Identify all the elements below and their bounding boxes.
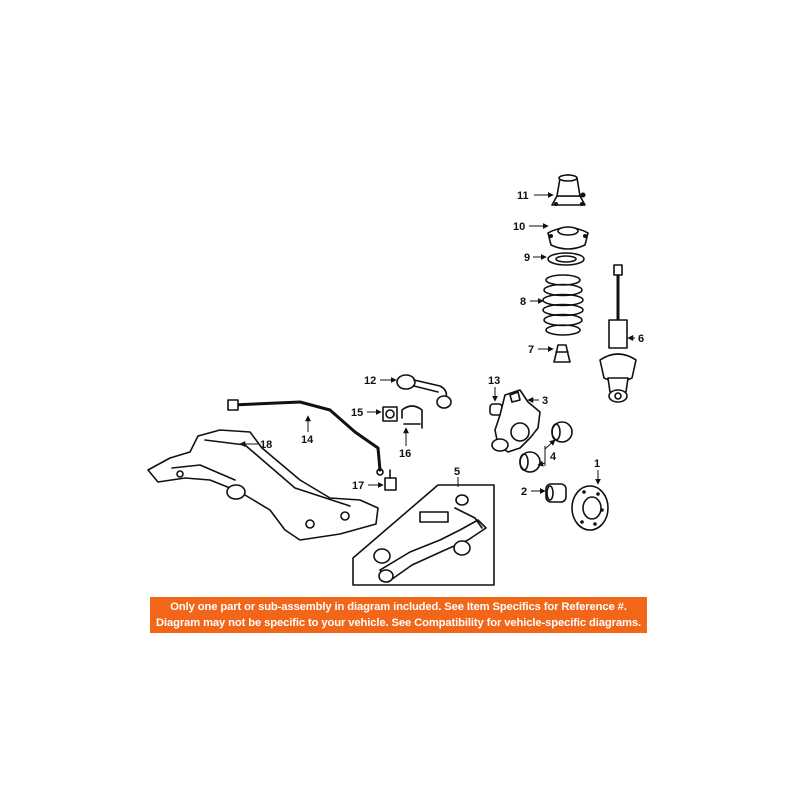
callout-11: 11 <box>517 190 529 202</box>
coil-spring <box>542 274 584 336</box>
callout-1: 1 <box>594 458 600 470</box>
bushing-bracket <box>401 405 423 429</box>
disclaimer-line-2: Diagram may not be specific to your vehi… <box>156 617 641 629</box>
bushing-4b <box>519 451 541 473</box>
knuckle <box>491 389 541 453</box>
callout-5: 5 <box>454 466 460 478</box>
stabilizer-bushing <box>382 406 398 422</box>
wheel-hub <box>571 485 609 531</box>
spring-seat <box>547 252 585 266</box>
disclaimer-line-1: Only one part or sub-assembly in diagram… <box>170 601 627 613</box>
callout-9: 9 <box>524 252 530 264</box>
stabilizer-bar <box>227 399 384 476</box>
upper-mount <box>551 174 586 206</box>
callout-15: 15 <box>351 407 363 419</box>
callout-8: 8 <box>520 296 526 308</box>
subframe <box>147 429 379 541</box>
callout-10: 10 <box>513 221 525 233</box>
bump-stop <box>553 344 571 363</box>
trailing-arm-box <box>352 484 495 586</box>
mount-plate <box>547 226 589 250</box>
disclaimer-banner: Only one part or sub-assembly in diagram… <box>150 597 647 633</box>
callout-13: 13 <box>488 375 500 387</box>
callout-3: 3 <box>542 395 548 407</box>
control-link <box>396 374 452 409</box>
stabilizer-link <box>384 469 397 491</box>
callout-18: 18 <box>260 439 272 451</box>
callout-14: 14 <box>301 434 314 446</box>
callout-6: 6 <box>638 333 644 345</box>
callout-2: 2 <box>521 486 527 498</box>
shock-absorber <box>599 264 637 403</box>
callout-7: 7 <box>528 344 534 356</box>
callout-4: 4 <box>550 451 557 463</box>
callout-16: 16 <box>399 448 411 460</box>
callout-12: 12 <box>364 375 376 387</box>
callout-17: 17 <box>352 480 364 492</box>
bushing-4a <box>551 421 573 443</box>
bushing-2 <box>545 483 567 503</box>
